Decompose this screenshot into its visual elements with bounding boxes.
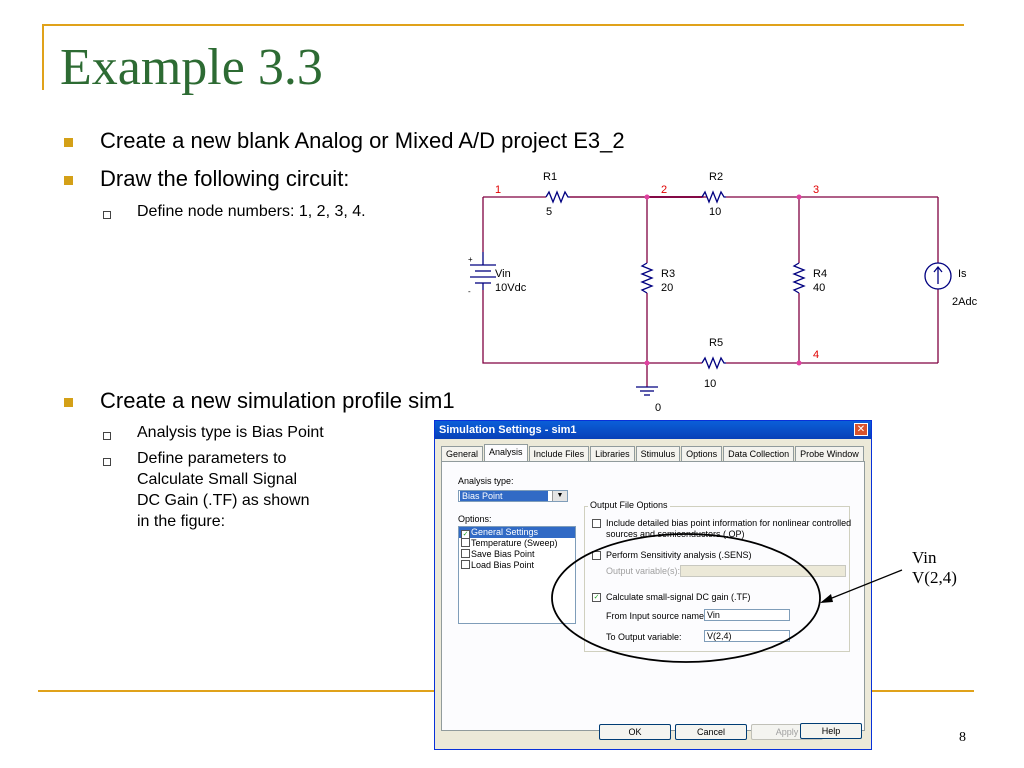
tab-probe-window[interactable]: Probe Window	[795, 446, 864, 463]
callout-line-1: Vin	[912, 548, 937, 567]
sub-bullet-text: Define node numbers: 1, 2, 3, 4.	[137, 203, 366, 220]
sub-bullet-icon	[103, 458, 111, 466]
node-label-3: 3	[813, 184, 819, 196]
output-file-options-group	[584, 506, 850, 652]
r3-value: 20	[661, 282, 673, 294]
list-item[interactable]: Load Bias Point	[459, 560, 575, 571]
arrow-head-icon	[820, 594, 833, 603]
analysis-type-label: Analysis type:	[458, 476, 514, 486]
tab-stimulus[interactable]: Stimulus	[635, 446, 681, 463]
tab-libraries[interactable]: Libraries	[590, 446, 635, 463]
bullet-text: Draw the following circuit:	[100, 166, 350, 191]
r5-value: 10	[704, 378, 716, 390]
chevron-down-icon[interactable]: ▼	[552, 491, 567, 501]
bullet-text: Create a new blank Analog or Mixed A/D p…	[100, 128, 625, 153]
output-variables-label: Output variable(s):	[606, 566, 681, 576]
bullet-icon	[64, 176, 73, 185]
callout-line-2: V(2,4)	[912, 568, 957, 587]
sub-bullet-text: DC Gain (.TF) as shown	[137, 492, 310, 509]
options-list[interactable]: ✓General Settings Temperature (Sweep) Sa…	[458, 526, 576, 624]
include-detailed-label: Include detailed bias point information …	[606, 518, 852, 528]
list-item[interactable]: Save Bias Point	[459, 549, 575, 560]
checkbox-icon[interactable]	[461, 549, 470, 558]
ok-button[interactable]: OK	[599, 724, 671, 740]
help-button[interactable]: Help	[800, 723, 862, 739]
from-input-field[interactable]: Vin	[704, 609, 790, 621]
tf-label: Calculate small-signal DC gain (.TF)	[606, 592, 751, 602]
tab-analysis[interactable]: Analysis	[484, 444, 528, 461]
tf-checkbox[interactable]: ✓	[592, 593, 601, 602]
vin-plus: +	[468, 255, 473, 264]
checkbox-icon[interactable]	[461, 560, 470, 569]
sub-bullet-text: Analysis type is Bias Point	[137, 424, 324, 441]
highlight-ellipse	[551, 533, 821, 663]
circuit-components	[470, 190, 952, 396]
slide-title: Example 3.3	[60, 39, 323, 96]
analysis-type-value: Bias Point	[460, 491, 548, 501]
r1-name: R1	[543, 171, 557, 183]
sub-bullet-text: in the figure:	[137, 513, 226, 530]
bullet-icon	[64, 398, 73, 407]
vin-value: 10Vdc	[495, 282, 527, 294]
tab-data-collection[interactable]: Data Collection	[723, 446, 795, 463]
slide-left-rule	[42, 24, 44, 90]
vin-minus: -	[468, 287, 471, 296]
circuit-schematic: 1 2 3 4 0 R1 5 R2 10 R3 20 R4 40 R5 10 V…	[468, 171, 978, 414]
r5-name: R5	[709, 337, 723, 349]
include-detailed-checkbox[interactable]	[592, 519, 601, 528]
node-label-ground: 0	[655, 402, 661, 414]
bullet-text: Create a new simulation profile sim1	[100, 388, 455, 413]
page-number: 8	[959, 730, 966, 745]
sub-bullet-icon	[103, 211, 111, 219]
output-file-options-label: Output File Options	[588, 500, 670, 510]
options-label: Options:	[458, 514, 492, 524]
r3-name: R3	[661, 268, 675, 280]
close-icon[interactable]: ✕	[854, 423, 868, 436]
sub-bullet-text: Define parameters to	[137, 450, 287, 467]
is-name: Is	[958, 268, 967, 280]
list-item[interactable]: Temperature (Sweep)	[459, 538, 575, 549]
cancel-button[interactable]: Cancel	[675, 724, 747, 740]
vin-name: Vin	[495, 268, 511, 280]
r4-name: R4	[813, 268, 827, 280]
sub-bullet-text: Calculate Small Signal	[137, 471, 298, 488]
r2-name: R2	[709, 171, 723, 183]
callout-arrow-line	[821, 569, 903, 603]
sub-bullet-icon	[103, 432, 111, 440]
circuit-wires	[482, 196, 939, 387]
checkbox-icon[interactable]	[461, 538, 470, 547]
from-input-label: From Input source name:	[606, 611, 707, 621]
sensitivity-checkbox[interactable]	[592, 551, 601, 560]
slide-top-rule	[44, 24, 964, 26]
analysis-type-select[interactable]: Bias Point ▼	[458, 490, 568, 502]
dialog-tabs: General Analysis Include Files Libraries…	[441, 444, 865, 463]
node-label-4: 4	[813, 349, 819, 361]
tab-options[interactable]: Options	[681, 446, 723, 463]
circuit-junctions	[644, 194, 802, 366]
to-output-field[interactable]: V(2,4)	[704, 630, 790, 642]
callout-overlay	[551, 533, 903, 663]
node-label-2: 2	[661, 184, 667, 196]
sensitivity-label: Perform Sensitivity analysis (.SENS)	[606, 550, 752, 560]
tab-general[interactable]: General	[441, 446, 484, 463]
bullet-icon	[64, 138, 73, 147]
dialog-title: Simulation Settings - sim1	[435, 421, 871, 439]
tab-include-files[interactable]: Include Files	[528, 446, 590, 463]
to-output-label: To Output variable:	[606, 632, 682, 642]
r2-value: 10	[709, 206, 721, 218]
callout-text: Vin V(2,4)	[912, 548, 957, 588]
is-value: 2Adc	[952, 296, 978, 308]
r4-value: 40	[813, 282, 825, 294]
node-label-1: 1	[495, 184, 501, 196]
r1-value: 5	[546, 206, 552, 218]
